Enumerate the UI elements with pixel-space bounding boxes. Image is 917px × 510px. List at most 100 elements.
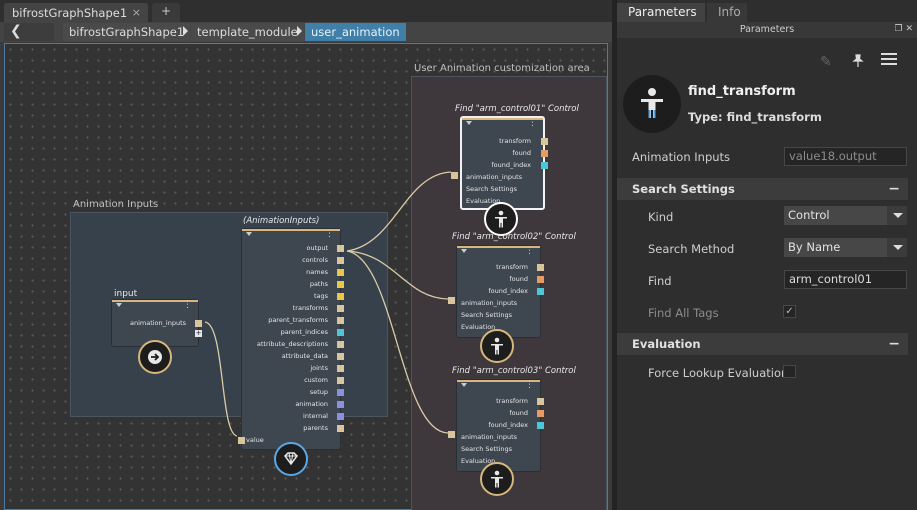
port-dot[interactable]: [337, 305, 344, 312]
breadcrumb-item-template-module[interactable]: template_module: [191, 23, 304, 41]
node-header-bar: [457, 246, 540, 248]
find-control-node-3[interactable]: ⋮ transform found found_index animation_…: [448, 379, 544, 472]
section-search-settings-label: Search Settings: [632, 182, 735, 196]
section-evaluation[interactable]: Evaluation −: [617, 333, 908, 355]
input-port-dot[interactable]: [448, 431, 455, 438]
find-node-2-title: Find "arm_control02" Control: [452, 232, 576, 242]
animation-inputs-field[interactable]: value18.output: [784, 147, 907, 166]
port-dot[interactable]: [537, 422, 544, 429]
port-dot[interactable]: [337, 401, 344, 408]
node-menu-icon[interactable]: ⋮: [325, 229, 334, 239]
find-control-node-1[interactable]: ⋮ transform found found_index animation_…: [451, 116, 548, 210]
add-port-icon[interactable]: +: [195, 329, 202, 337]
port-found: found: [509, 409, 528, 417]
port-dot[interactable]: [541, 162, 548, 169]
search-method-dropdown[interactable]: By Name: [784, 238, 907, 257]
find-all-tags-checkbox[interactable]: ✓: [783, 305, 796, 318]
section-evaluation-label: Evaluation: [632, 337, 701, 351]
chevron-down-icon: [893, 213, 903, 218]
document-tab-label: bifrostGraphShape1: [12, 6, 128, 20]
port-dot[interactable]: [537, 276, 544, 283]
person-icon[interactable]: [484, 202, 518, 236]
port-transform: transform: [496, 263, 528, 271]
graph-canvas[interactable]: User Animation customization area Animat…: [4, 43, 608, 510]
port-search-settings: Search Settings: [466, 185, 518, 193]
port-dot[interactable]: [337, 281, 344, 288]
collapse-triangle-icon[interactable]: [466, 121, 472, 125]
tab-parameters[interactable]: Parameters: [617, 3, 705, 22]
port-dot[interactable]: [337, 413, 344, 420]
input-port-dot[interactable]: [238, 437, 245, 444]
find-node-1-title: Find "arm_control01" Control: [455, 104, 579, 114]
port-found-index: found_index: [488, 287, 528, 295]
find-node-3-title: Find "arm_control03" Control: [452, 366, 576, 376]
arrow-right-icon[interactable]: [138, 340, 172, 374]
connection-wires: [204, 171, 452, 437]
port-dot[interactable]: [337, 257, 344, 264]
kind-dropdown[interactable]: Control: [784, 206, 907, 225]
backdrop-user-animation-label: User Animation customization area: [414, 63, 590, 74]
port-dot[interactable]: [537, 288, 544, 295]
port-animation-inputs: animation_inputs: [461, 433, 518, 441]
tab-info[interactable]: Info: [707, 3, 747, 22]
pencil-icon[interactable]: ✎: [820, 54, 832, 70]
breadcrumb-item-user-animation[interactable]: user_animation: [305, 23, 406, 41]
diamond-icon[interactable]: [274, 442, 308, 476]
pin-icon[interactable]: [851, 54, 865, 72]
force-lookup-checkbox[interactable]: [783, 365, 796, 378]
animation-inputs-node[interactable]: ⋮ output controls names paths tags trans…: [238, 228, 344, 450]
pane-splitter[interactable]: [612, 0, 617, 510]
node-menu-icon[interactable]: ⋮: [525, 380, 534, 390]
port-dot[interactable]: [537, 410, 544, 417]
port-dot[interactable]: [541, 150, 548, 157]
port-controls: controls: [302, 256, 328, 264]
port-dot[interactable]: [337, 353, 344, 360]
output-port[interactable]: [195, 320, 202, 327]
port-dot[interactable]: [541, 138, 548, 145]
add-tab-button[interactable]: +: [152, 3, 180, 22]
collapse-icon[interactable]: −: [888, 181, 900, 197]
port-transform: transform: [496, 397, 528, 405]
port-dot[interactable]: [337, 389, 344, 396]
collapse-triangle-icon[interactable]: [246, 232, 252, 236]
port-output: output: [306, 244, 328, 252]
port-dot[interactable]: [337, 245, 344, 252]
port-dot[interactable]: [337, 365, 344, 372]
force-lookup-label: Force Lookup Evaluation: [648, 366, 789, 380]
section-search-settings[interactable]: Search Settings −: [617, 178, 908, 200]
document-tab[interactable]: bifrostGraphShape1 ×: [4, 3, 148, 22]
dropdown-arrow-box: [887, 238, 907, 257]
search-method-label: Search Method: [648, 242, 735, 256]
node-menu-icon[interactable]: ⋮: [525, 246, 534, 256]
breadcrumb-item-bifrostgraphshape[interactable]: bifrostGraphShape1: [63, 23, 191, 41]
person-icon[interactable]: [480, 462, 514, 496]
port-dot[interactable]: [337, 293, 344, 300]
port-dot[interactable]: [337, 341, 344, 348]
find-input[interactable]: arm_control01: [784, 270, 907, 289]
node-type: Type: find_transform: [688, 110, 822, 124]
port-dot[interactable]: [537, 264, 544, 271]
collapse-icon[interactable]: −: [888, 336, 900, 352]
collapse-triangle-icon[interactable]: [461, 249, 467, 253]
person-icon[interactable]: [480, 329, 514, 363]
collapse-triangle-icon[interactable]: [461, 383, 467, 387]
port-dot[interactable]: [337, 425, 344, 432]
close-icon[interactable]: ×: [131, 6, 141, 19]
close-window-icon[interactable]: ✕: [905, 24, 913, 34]
port-dot[interactable]: [337, 377, 344, 384]
back-button[interactable]: ❮: [4, 23, 54, 41]
port-dot[interactable]: [537, 398, 544, 405]
port-dot[interactable]: [337, 269, 344, 276]
find-control-node-2[interactable]: ⋮ transform found found_index animation_…: [448, 245, 544, 338]
port-attribute-data: attribute_data: [281, 352, 328, 360]
node-menu-icon[interactable]: ⋮: [528, 118, 537, 128]
node-menu-icon[interactable]: ⋮: [183, 300, 192, 310]
input-port-dot[interactable]: [448, 297, 455, 304]
menu-icon[interactable]: [880, 52, 898, 70]
port-dot[interactable]: [337, 317, 344, 324]
collapse-triangle-icon[interactable]: [116, 303, 122, 307]
input-node[interactable]: ⋮ animation_inputs +: [111, 299, 202, 347]
float-window-icon[interactable]: ❐: [894, 24, 903, 34]
input-port-dot[interactable]: [451, 172, 458, 179]
port-dot[interactable]: [337, 329, 344, 336]
